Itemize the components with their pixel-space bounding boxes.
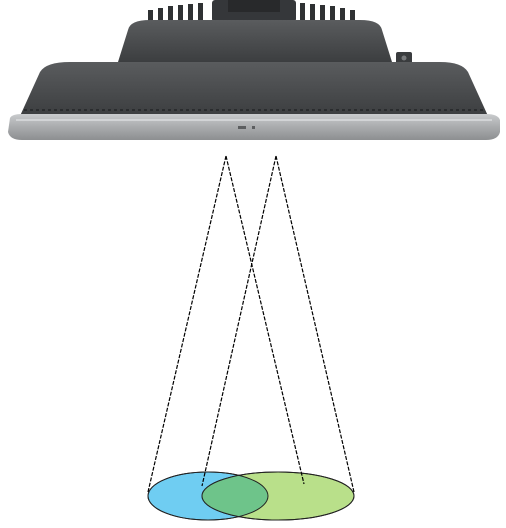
device-lower-body bbox=[20, 62, 488, 116]
device-upper-body bbox=[118, 20, 392, 62]
beam-left-line-a bbox=[148, 156, 226, 492]
sensor-device-icon bbox=[8, 0, 500, 140]
beam-right-line-b bbox=[276, 156, 354, 492]
coverage-areas bbox=[148, 472, 354, 520]
beam-cones bbox=[148, 156, 354, 492]
beam-right-line-a bbox=[202, 156, 276, 486]
